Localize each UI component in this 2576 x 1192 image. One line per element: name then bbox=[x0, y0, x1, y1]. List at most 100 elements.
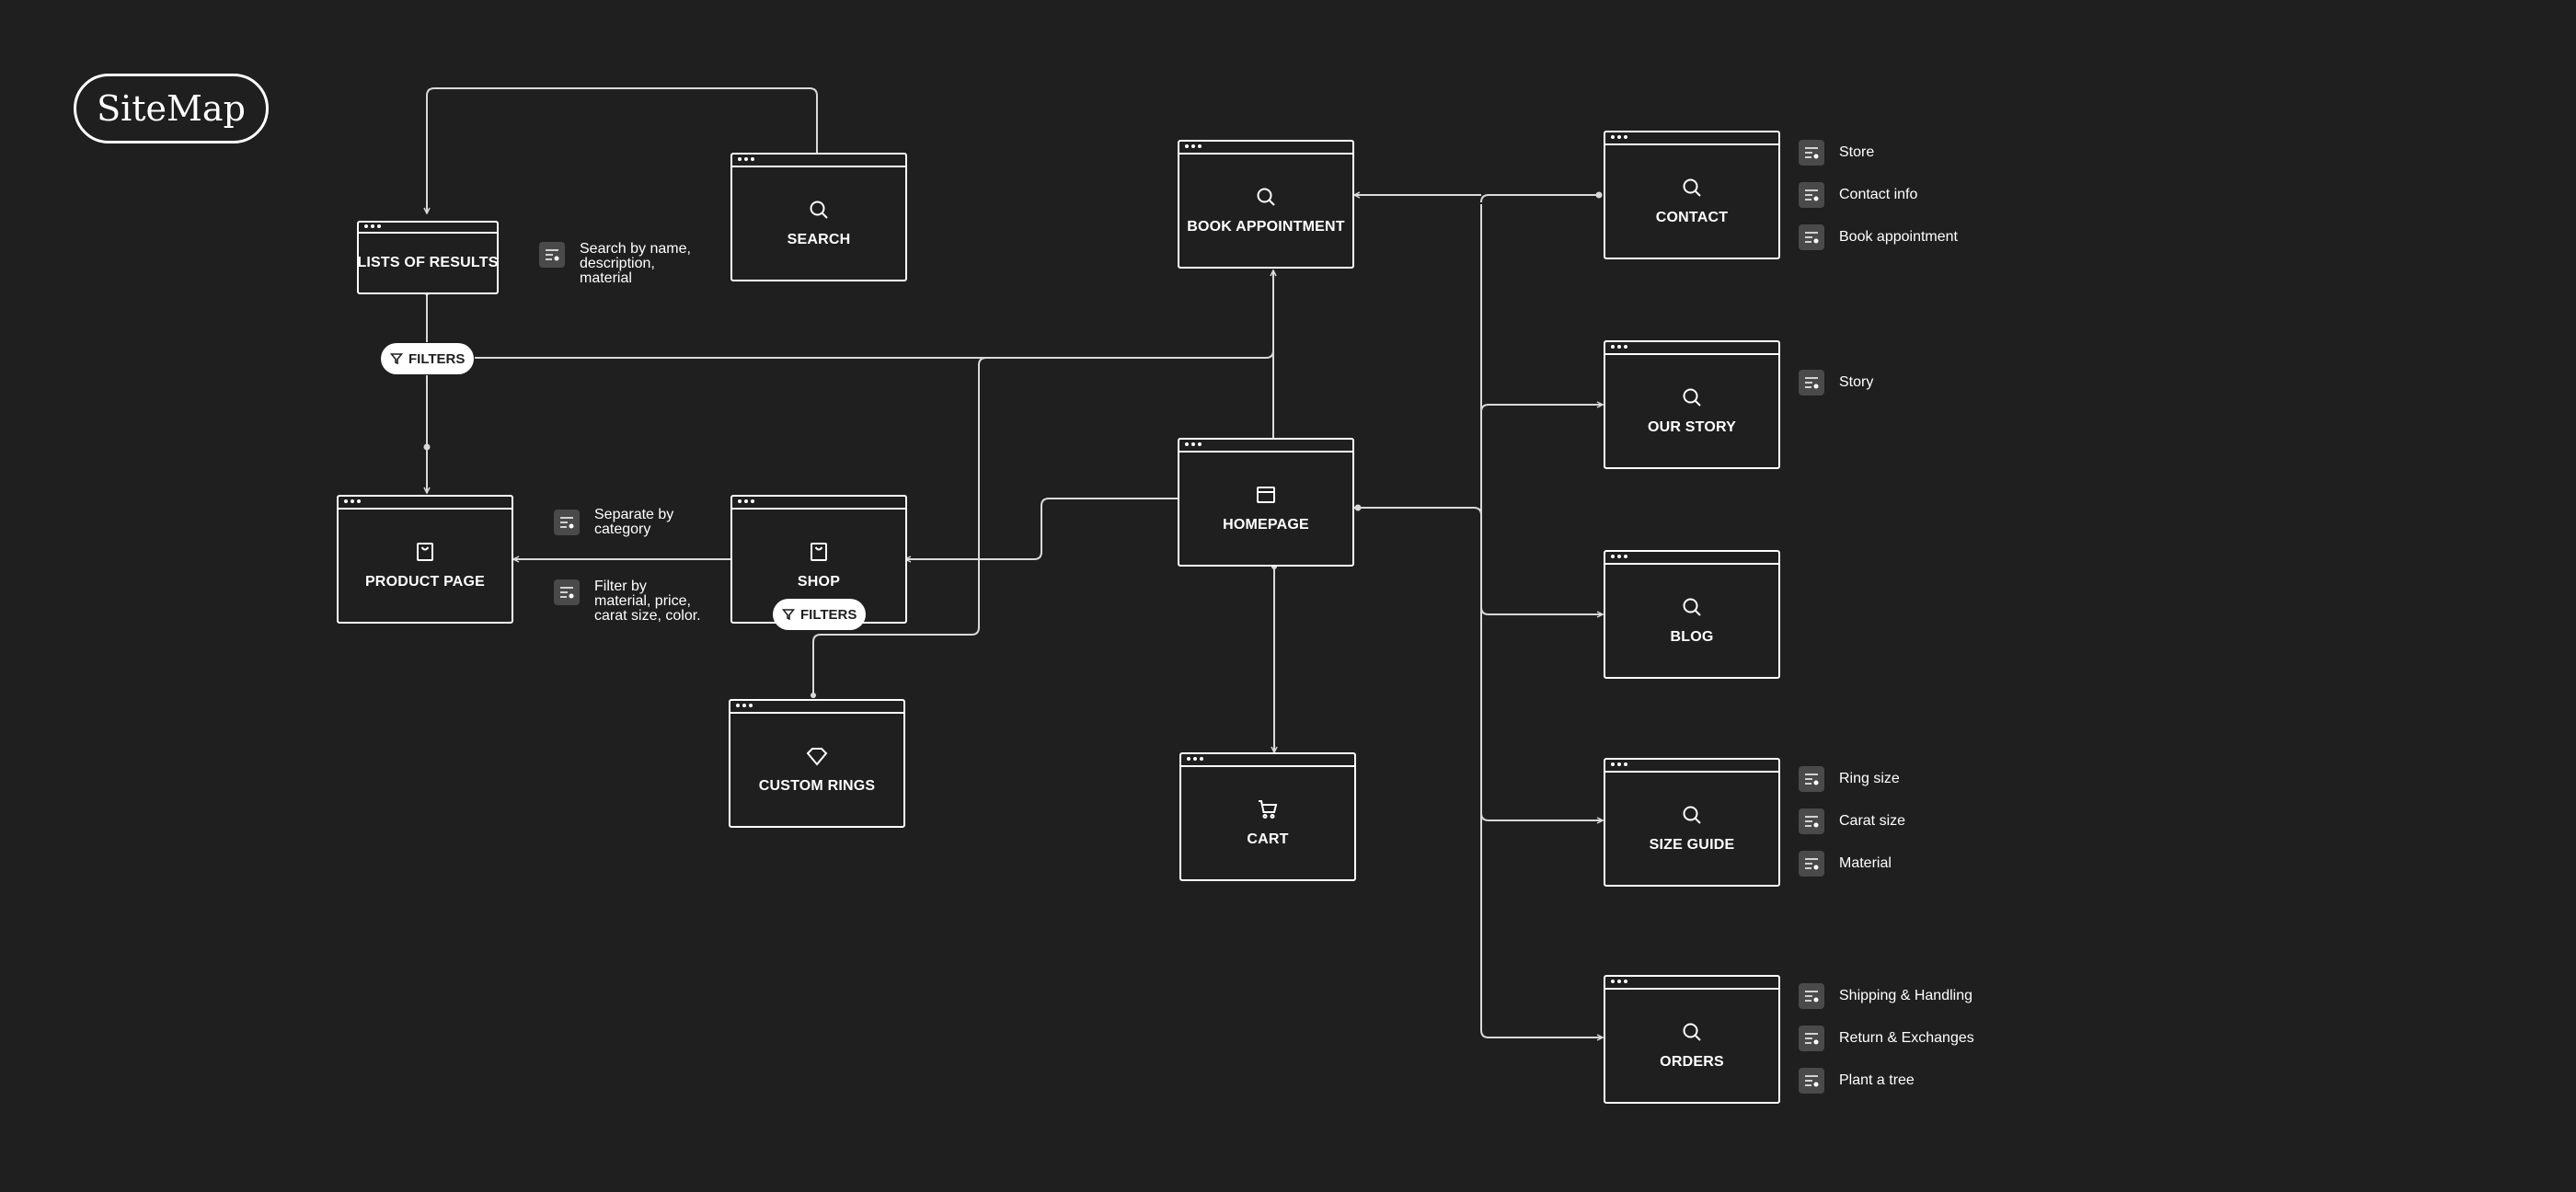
window-bar bbox=[1605, 552, 1778, 565]
node-label: PRODUCT PAGE bbox=[364, 574, 486, 590]
note-text: Shipping & Handling bbox=[1839, 988, 1972, 1003]
note-filter-by: Filter by material, price, carat size, c… bbox=[554, 579, 701, 624]
node-search[interactable]: SEARCH bbox=[730, 153, 907, 281]
list-settings-icon bbox=[554, 579, 580, 605]
edge-wire-to-custom-rings bbox=[812, 357, 987, 697]
sitemap-title: SiteMap bbox=[74, 74, 269, 143]
window-bar bbox=[730, 701, 903, 714]
edge-home-to-trunk bbox=[1354, 507, 1482, 516]
list-settings-icon bbox=[554, 510, 580, 535]
note-carat-size: Carat size bbox=[1799, 808, 1905, 834]
node-label: SHOP bbox=[797, 574, 841, 590]
filters-pill[interactable]: FILTERS bbox=[381, 343, 475, 374]
search-icon bbox=[1681, 177, 1703, 199]
window-bar bbox=[1605, 132, 1778, 145]
node-label: LISTS OF RESULTS bbox=[357, 255, 499, 270]
node-label: OUR STORY bbox=[1647, 419, 1737, 435]
node-label: BLOG bbox=[1670, 629, 1714, 645]
funnel-icon bbox=[390, 353, 403, 365]
shopping-bag-icon bbox=[808, 541, 830, 563]
node-label: BOOK APPOINTMENT bbox=[1187, 219, 1345, 235]
note-text: Material bbox=[1839, 855, 1892, 871]
edge-dot bbox=[811, 693, 816, 698]
note-separate-by: Separate by category bbox=[554, 508, 673, 537]
window-bar bbox=[1605, 342, 1778, 355]
node-custom-rings[interactable]: CUSTOM RINGS bbox=[729, 699, 905, 828]
note-text: Filter by material, price, carat size, c… bbox=[594, 579, 701, 624]
edge-search-to-results bbox=[427, 87, 818, 213]
shopping-bag-icon bbox=[414, 541, 436, 563]
node-lists-of-results[interactable]: LISTS OF RESULTS bbox=[357, 221, 499, 294]
funnel-icon bbox=[782, 609, 795, 621]
node-product-page[interactable]: PRODUCT PAGE bbox=[337, 495, 513, 624]
node-label: SEARCH bbox=[787, 232, 851, 247]
note-text: Carat size bbox=[1839, 813, 1906, 829]
edge-trunk-to-size-guide bbox=[1480, 812, 1603, 820]
node-our-story[interactable]: OUR STORY bbox=[1604, 340, 1780, 469]
list-settings-icon bbox=[539, 242, 565, 268]
filters-label: FILTERS bbox=[408, 350, 466, 367]
note-material: Material bbox=[1799, 851, 1892, 877]
window-bar bbox=[1179, 440, 1352, 453]
note-ring-size: Ring size bbox=[1799, 766, 1900, 792]
window-bar bbox=[359, 223, 497, 234]
note-text: Search by name, description, material bbox=[580, 241, 691, 286]
node-label: SIZE GUIDE bbox=[1649, 837, 1735, 853]
list-settings-icon bbox=[1799, 851, 1824, 877]
edge-trunk-to-orders bbox=[1480, 1029, 1603, 1037]
note-plant-tree: Plant a tree bbox=[1799, 1068, 1915, 1094]
window-bar bbox=[732, 497, 905, 510]
search-icon bbox=[1681, 386, 1703, 408]
note-text: Story bbox=[1839, 374, 1874, 390]
edge-home-to-shop bbox=[905, 498, 1178, 559]
search-icon bbox=[1681, 804, 1703, 826]
node-size-guide[interactable]: SIZE GUIDE bbox=[1604, 758, 1780, 887]
node-book-appointment[interactable]: BOOK APPOINTMENT bbox=[1178, 140, 1354, 269]
list-settings-icon bbox=[1799, 224, 1824, 250]
node-label: CUSTOM RINGS bbox=[758, 778, 876, 794]
node-blog[interactable]: BLOG bbox=[1604, 550, 1780, 679]
window-bar bbox=[1179, 142, 1352, 155]
node-homepage[interactable]: HOMEPAGE bbox=[1178, 438, 1354, 567]
window-bar bbox=[732, 155, 905, 167]
note-text: Plant a tree bbox=[1839, 1072, 1915, 1088]
note-contact-book: Book appointment bbox=[1799, 224, 1958, 250]
list-settings-icon bbox=[1799, 1068, 1824, 1094]
note-text: Ring size bbox=[1839, 771, 1900, 786]
note-contact-store: Store bbox=[1799, 140, 1874, 166]
node-label: ORDERS bbox=[1660, 1054, 1724, 1070]
search-icon bbox=[1255, 186, 1277, 208]
note-text: Return & Exchanges bbox=[1839, 1030, 1974, 1046]
edge-trunk-to-our-story bbox=[1480, 405, 1603, 413]
node-contact[interactable]: CONTACT bbox=[1604, 131, 1780, 259]
filters-label: FILTERS bbox=[800, 606, 857, 623]
list-settings-icon bbox=[1799, 370, 1824, 395]
note-text: Contact info bbox=[1839, 187, 1918, 202]
note-text: Store bbox=[1839, 144, 1875, 160]
window-bar bbox=[1605, 977, 1778, 990]
note-story: Story bbox=[1799, 370, 1873, 395]
node-label: CONTACT bbox=[1655, 210, 1729, 225]
edge-trunk-to-blog bbox=[1480, 606, 1603, 614]
edge-dot bbox=[1354, 504, 1362, 511]
search-icon bbox=[1681, 596, 1703, 618]
note-text: Book appointment bbox=[1839, 229, 1958, 245]
list-settings-icon bbox=[1799, 1026, 1824, 1051]
search-icon bbox=[1681, 1021, 1703, 1043]
node-cart[interactable]: CART bbox=[1179, 752, 1356, 881]
node-orders[interactable]: ORDERS bbox=[1604, 975, 1780, 1104]
window-bar bbox=[1181, 754, 1354, 767]
list-settings-icon bbox=[1799, 808, 1824, 834]
search-icon bbox=[808, 199, 830, 221]
edge-dot bbox=[1595, 191, 1603, 199]
note-text: Separate by category bbox=[594, 507, 674, 537]
window-bar bbox=[339, 497, 512, 510]
diamond-icon bbox=[806, 745, 828, 767]
edge-contact-to-book bbox=[1480, 194, 1601, 203]
note-search-by: Search by name, description, material bbox=[539, 242, 691, 286]
node-label: CART bbox=[1247, 831, 1289, 847]
list-settings-icon bbox=[1799, 983, 1824, 1009]
node-label: HOMEPAGE bbox=[1223, 517, 1309, 533]
filters-pill-shop[interactable]: FILTERS bbox=[773, 599, 867, 630]
